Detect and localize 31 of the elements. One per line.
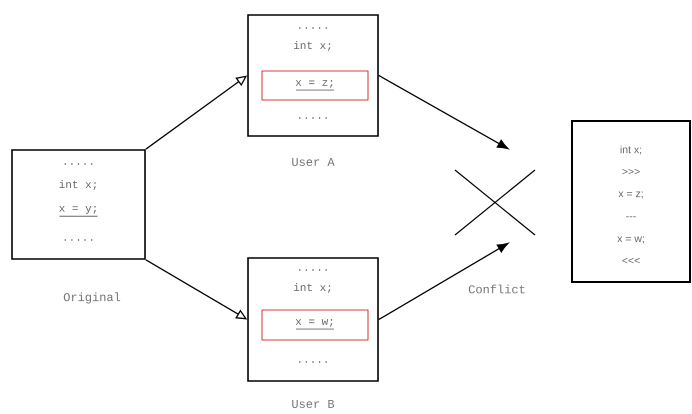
conflict-label: Conflict — [468, 284, 525, 294]
code-line: int x; — [59, 180, 96, 190]
arrow — [378, 74, 508, 150]
code-line: <<< — [622, 258, 640, 264]
code-line: x = w; — [617, 236, 644, 244]
code-line: int x; — [620, 146, 642, 154]
highlight-box — [262, 70, 368, 100]
code-line: x = y; — [59, 206, 96, 214]
cross-symbol — [454, 170, 536, 236]
code-line: int x; — [294, 41, 330, 51]
code-line: ..... — [299, 361, 327, 363]
code-line: ..... — [299, 269, 327, 271]
node-label: User B — [292, 400, 334, 408]
code-line: >>> — [622, 168, 640, 174]
code-box — [11, 149, 146, 260]
code-line: ..... — [64, 163, 92, 165]
code-line: int x; — [294, 283, 330, 293]
code-line: x = z; — [296, 80, 332, 88]
code-line: ..... — [64, 239, 92, 241]
code-line: x = w; — [296, 319, 332, 327]
node-label: Original — [64, 292, 120, 304]
node-label: User A — [292, 158, 335, 166]
code-line: x = z; — [618, 192, 643, 198]
code-box — [247, 257, 379, 382]
arrow — [378, 242, 508, 320]
code-line: ..... — [299, 117, 327, 119]
code-line: ..... — [299, 27, 327, 29]
highlight-box — [262, 310, 368, 340]
code-box — [247, 14, 379, 137]
code-box — [571, 120, 691, 283]
code-line: --- — [626, 216, 636, 218]
